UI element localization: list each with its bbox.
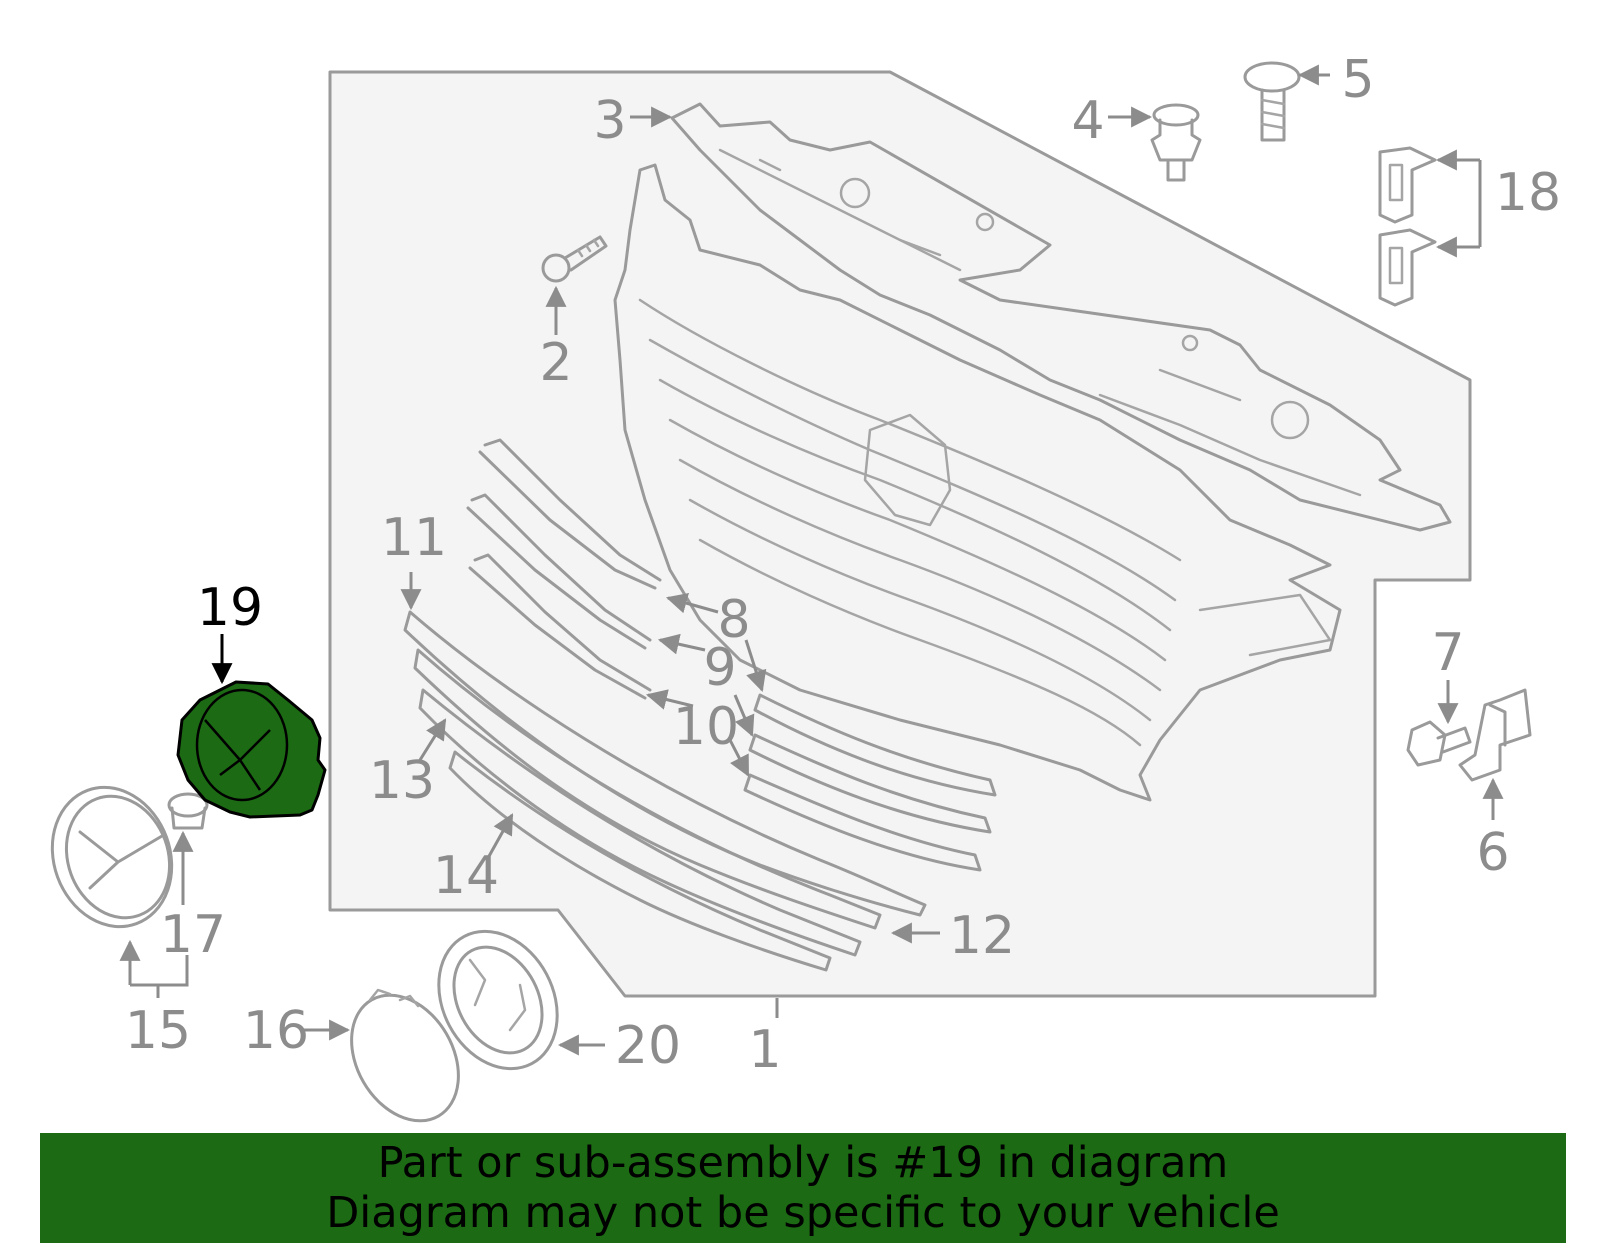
part-8-molding[interactable] bbox=[478, 438, 662, 590]
part-12-strip[interactable] bbox=[413, 648, 882, 930]
label-3: 3 bbox=[593, 91, 626, 151]
leader-lines bbox=[119, 64, 1504, 1056]
part-20-ring[interactable] bbox=[416, 911, 581, 1090]
banner-line-2: Diagram may not be specific to your vehi… bbox=[326, 1188, 1280, 1238]
info-banner: Part or sub-assembly is #19 in diagram D… bbox=[40, 1133, 1566, 1243]
label-18: 18 bbox=[1495, 163, 1561, 223]
label-4: 4 bbox=[1071, 91, 1104, 151]
part-15-emblem[interactable] bbox=[33, 770, 191, 943]
label-2: 2 bbox=[539, 333, 572, 393]
label-14: 14 bbox=[433, 846, 499, 906]
label-15: 15 bbox=[125, 1001, 191, 1061]
label-5: 5 bbox=[1341, 50, 1374, 110]
label-19: 19 bbox=[197, 578, 263, 638]
label-17: 17 bbox=[160, 905, 226, 965]
part-1-grille[interactable] bbox=[613, 163, 1342, 802]
part-5-bolt[interactable] bbox=[1243, 61, 1301, 142]
part-2-screw[interactable] bbox=[541, 235, 608, 283]
label-8: 8 bbox=[717, 590, 750, 650]
part-6-bracket[interactable] bbox=[1458, 688, 1532, 782]
banner-line-1: Part or sub-assembly is #19 in diagram bbox=[377, 1138, 1229, 1188]
label-9: 9 bbox=[703, 638, 736, 698]
label-12: 12 bbox=[949, 906, 1015, 966]
part-10-molding[interactable] bbox=[468, 553, 652, 700]
label-6: 6 bbox=[1476, 823, 1509, 883]
part-9-molding[interactable] bbox=[466, 493, 652, 650]
part-14-strip[interactable] bbox=[448, 750, 832, 972]
label-13: 13 bbox=[369, 751, 435, 811]
label-7: 7 bbox=[1431, 623, 1464, 683]
part-4-clip[interactable] bbox=[1150, 103, 1202, 182]
part-labels: 1 2 3 4 5 6 7 8 9 10 11 12 13 14 15 16 1… bbox=[125, 50, 1561, 1080]
part-16-cap[interactable] bbox=[330, 976, 480, 1140]
part-18-clips[interactable] bbox=[1378, 146, 1437, 307]
label-16: 16 bbox=[243, 1001, 309, 1061]
label-20: 20 bbox=[615, 1016, 681, 1076]
part-7-screw[interactable] bbox=[1406, 720, 1472, 767]
lower-right-strips bbox=[743, 693, 997, 872]
label-11: 11 bbox=[381, 508, 447, 568]
part-13-strip[interactable] bbox=[418, 688, 862, 957]
label-10: 10 bbox=[673, 697, 739, 757]
part-3-bracket[interactable] bbox=[670, 102, 1452, 532]
label-1: 1 bbox=[748, 1020, 781, 1080]
part-19-highlighted[interactable] bbox=[176, 680, 327, 819]
part-17-nut[interactable] bbox=[167, 792, 209, 830]
